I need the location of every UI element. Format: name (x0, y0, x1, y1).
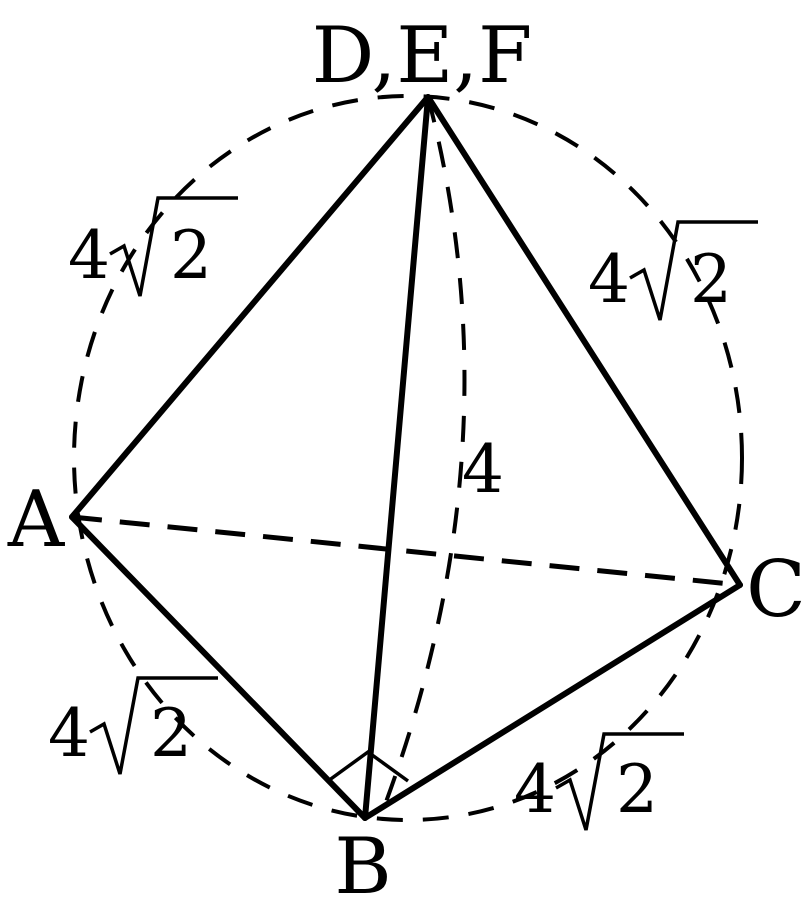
sqrt-symbol (109, 196, 238, 297)
vertex-label-def: D,E,F (312, 11, 532, 101)
right-angle-marker (326, 749, 410, 783)
sqrt-symbol (89, 676, 218, 775)
vertex-label-c: C (746, 545, 806, 635)
edge-dc (425, 94, 743, 588)
coefficient: 4 (48, 695, 90, 772)
edge-ad (69, 94, 431, 520)
edge-bc (362, 582, 743, 821)
vertex-label-a: A (7, 475, 66, 565)
coefficient: 4 (588, 241, 630, 318)
inner-dashed-arc (378, 96, 467, 819)
sqrt-symbol (555, 732, 684, 831)
vertex-label-b: B (334, 822, 391, 912)
radicand: 2 (170, 217, 212, 294)
coefficient: 4 (68, 217, 110, 294)
edge-label-dc: 4 2 (588, 220, 758, 321)
radicand: 2 (690, 241, 732, 318)
radicand: 2 (616, 751, 658, 828)
edge-ab (69, 514, 368, 821)
edge-db (362, 94, 431, 821)
sqrt-symbol (629, 220, 758, 321)
edge-label-da: 4 2 (68, 196, 238, 297)
edge-label-db: 4 (462, 431, 504, 508)
coefficient: 4 (514, 751, 556, 828)
circumscribed-circle (72, 94, 744, 822)
edge-label-bc: 4 2 (514, 732, 684, 831)
radicand: 2 (150, 695, 192, 772)
edge-label-ab: 4 2 (48, 676, 218, 775)
hidden-edge-ac (71, 514, 741, 588)
